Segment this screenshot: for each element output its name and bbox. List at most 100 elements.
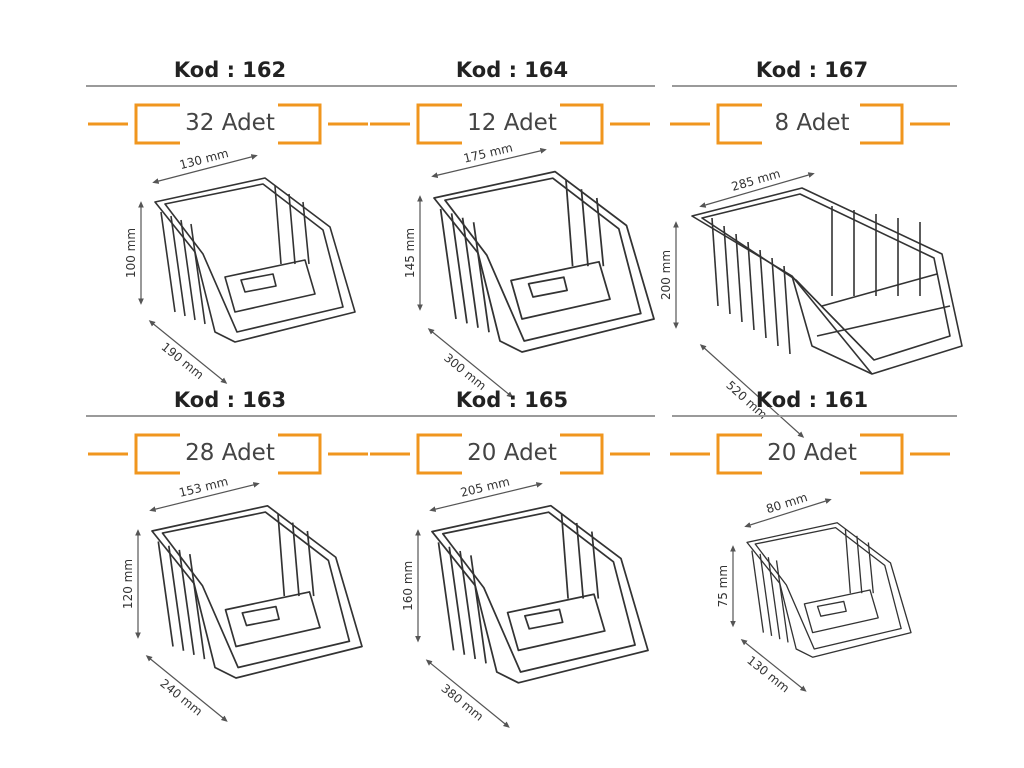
bin-rib [747, 241, 755, 331]
frame-bracket-left [416, 103, 462, 145]
bin-rib [867, 542, 874, 594]
bin-front-panel [803, 589, 879, 634]
quantity-frame: 12 Adet [362, 102, 662, 146]
bin-front-panel [224, 591, 321, 648]
divider [370, 85, 655, 87]
height-label: 120 mm [121, 559, 135, 609]
width-dimension-arrow [431, 148, 547, 178]
width-dimension-arrow [744, 498, 832, 528]
quantity-frame: 20 Adet [662, 432, 962, 476]
bin-inner-rim [164, 183, 344, 333]
bin-outline [431, 504, 649, 684]
depth-dimension-arrow [425, 659, 510, 728]
bin-rib [157, 541, 174, 647]
bin-rib [590, 531, 600, 599]
frame-bracket-left [716, 103, 762, 145]
height-label: 160 mm [401, 561, 415, 611]
bin-outline [691, 187, 963, 375]
bin-outline [746, 522, 912, 658]
divider [86, 85, 371, 87]
bin-rib [291, 522, 300, 597]
width-dimension-arrow [699, 172, 815, 208]
frame-bracket-right [860, 103, 904, 145]
width-label: 130 mm [178, 146, 230, 172]
bin-front-panel [224, 259, 316, 313]
quantity-label: 20 Adet [467, 440, 557, 466]
bin-rib [771, 257, 779, 347]
bin-rib [711, 217, 719, 307]
bin-slot [816, 600, 847, 617]
bin-inner-rim [441, 511, 636, 673]
frame-bracket-left [716, 433, 762, 475]
quantity-frame: 28 Adet [80, 432, 380, 476]
depth-dimension-arrow [145, 655, 228, 722]
bin-floor [816, 273, 951, 337]
bin-rib [595, 197, 605, 267]
width-label: 205 mm [459, 474, 511, 499]
bin-rib [565, 180, 574, 267]
bin-rib [167, 545, 185, 651]
quantity-frame: 8 Adet [662, 102, 962, 146]
bin-rib [775, 560, 789, 643]
depth-dimension-arrow [148, 320, 228, 384]
frame-bracket-right [278, 433, 322, 475]
quantity-label: 8 Adet [774, 110, 850, 136]
bin-slot [527, 276, 568, 298]
height-label: 200 mm [659, 250, 673, 300]
width-dimension-arrow [149, 482, 260, 512]
bin-rib [302, 201, 310, 265]
frame-bracket-left [416, 433, 462, 475]
divider [370, 415, 655, 417]
bin-rib [575, 522, 585, 599]
depth-dimension-arrow [427, 328, 514, 398]
frame-bracket-left [134, 433, 180, 475]
bin-rib [783, 265, 791, 355]
frame-bracket-right [560, 433, 604, 475]
bin-rib [472, 222, 490, 333]
bin-rib [178, 549, 195, 656]
bin-rib [439, 208, 457, 320]
width-dimension-arrow [152, 154, 258, 184]
bin-rib [560, 514, 569, 599]
bin-rib [437, 542, 455, 651]
depth-dimension-arrow [740, 638, 807, 692]
divider [672, 415, 957, 417]
height-label: 75 mm [716, 565, 730, 607]
bin-rib [759, 553, 773, 636]
bin-rib [306, 530, 315, 597]
bin-rib [170, 215, 186, 317]
bin-inner-rim [754, 526, 902, 650]
bin-rib [188, 553, 206, 660]
bin-slot [524, 608, 564, 630]
bin-rib [759, 249, 767, 339]
width-dimension-arrow [429, 482, 543, 512]
bin-inner-rim [444, 177, 642, 342]
bin-outline [151, 504, 363, 679]
frame-bracket-right [860, 433, 904, 475]
quantity-label: 12 Adet [467, 110, 557, 136]
bin-rib [461, 217, 479, 328]
height-label: 145 mm [403, 228, 417, 278]
bin-rib [470, 555, 487, 664]
product-code: Kod : 164 [455, 58, 569, 82]
width-label: 153 mm [178, 474, 230, 500]
width-label: 80 mm [764, 490, 809, 516]
bin-rib [735, 233, 743, 323]
bin-rib [190, 223, 206, 325]
frame-bracket-right [278, 103, 322, 145]
quantity-label: 28 Adet [185, 440, 275, 466]
product-code: Kod : 165 [455, 388, 569, 412]
bin-rib [751, 550, 765, 633]
height-label: 100 mm [124, 228, 138, 278]
bin-rib [288, 193, 296, 265]
divider [672, 85, 957, 87]
bin-rib [580, 189, 589, 267]
